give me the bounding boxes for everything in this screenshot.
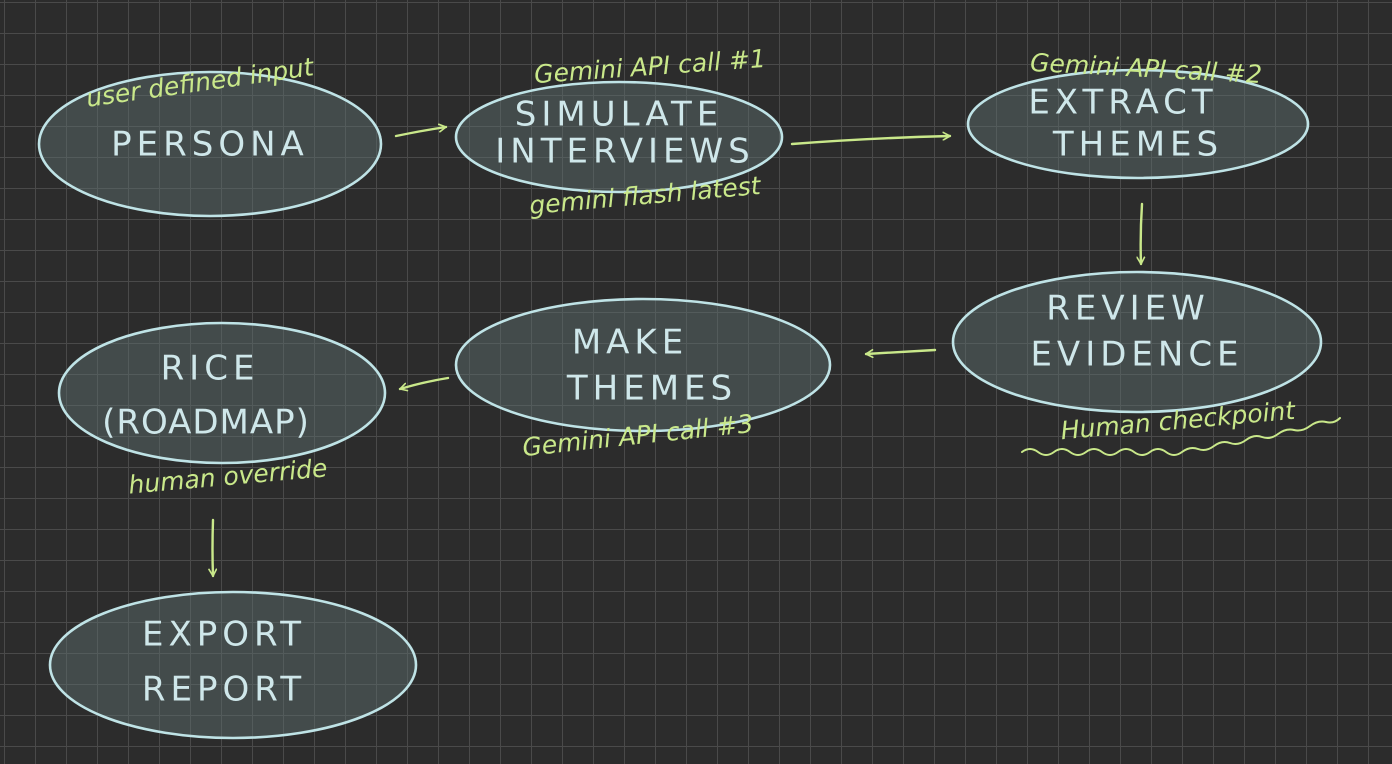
node-simulate-shape bbox=[454, 80, 784, 194]
node-export-line-1: EXPORT bbox=[142, 615, 306, 655]
node-extract-line-1: EXTRACT bbox=[1028, 83, 1217, 123]
node-simulate-line-2: INTERVIEWS bbox=[495, 132, 754, 172]
node-make-line-1: MAKE bbox=[572, 323, 688, 363]
node-rice-shape bbox=[57, 321, 387, 465]
node-review-line-2: EVIDENCE bbox=[1030, 335, 1243, 375]
node-export-shape bbox=[48, 590, 418, 740]
node-extract-shape bbox=[966, 68, 1310, 180]
node-make-themes: MAKE THEMES bbox=[454, 297, 832, 433]
node-persona-shape bbox=[37, 70, 383, 218]
node-simulate-line-1: SIMULATE bbox=[515, 95, 723, 135]
arrow-make-to-rice bbox=[398, 376, 450, 389]
human-checkpoint-underline bbox=[1021, 417, 1341, 456]
node-make-line-2: THEMES bbox=[566, 369, 737, 409]
node-rice-line-1: RICE bbox=[161, 349, 260, 389]
arrow-review-to-make bbox=[864, 348, 937, 354]
node-review-evidence: REVIEW EVIDENCE bbox=[951, 270, 1323, 414]
node-simulate-interviews: SIMULATE INTERVIEWS bbox=[454, 80, 784, 194]
node-extract-themes: EXTRACT THEMES bbox=[966, 68, 1310, 180]
arrow-extract-to-review bbox=[1141, 202, 1142, 266]
arrow-persona-to-simulate bbox=[394, 127, 448, 138]
node-persona: PERSONA bbox=[37, 70, 383, 218]
node-rice-roadmap: RICE (ROADMAP) bbox=[57, 321, 387, 465]
node-export-report: EXPORT REPORT bbox=[48, 590, 418, 740]
node-review-line-1: REVIEW bbox=[1046, 289, 1210, 329]
arrow-simulate-to-extract bbox=[790, 136, 952, 146]
arrow-rice-to-export bbox=[213, 518, 214, 578]
node-make-shape bbox=[454, 297, 832, 433]
node-export-line-2: REPORT bbox=[142, 670, 306, 710]
node-persona-line-1: PERSONA bbox=[111, 125, 309, 165]
node-review-shape bbox=[951, 270, 1323, 414]
node-rice-line-2: (ROADMAP) bbox=[102, 403, 310, 443]
node-extract-line-2: THEMES bbox=[1052, 125, 1223, 165]
